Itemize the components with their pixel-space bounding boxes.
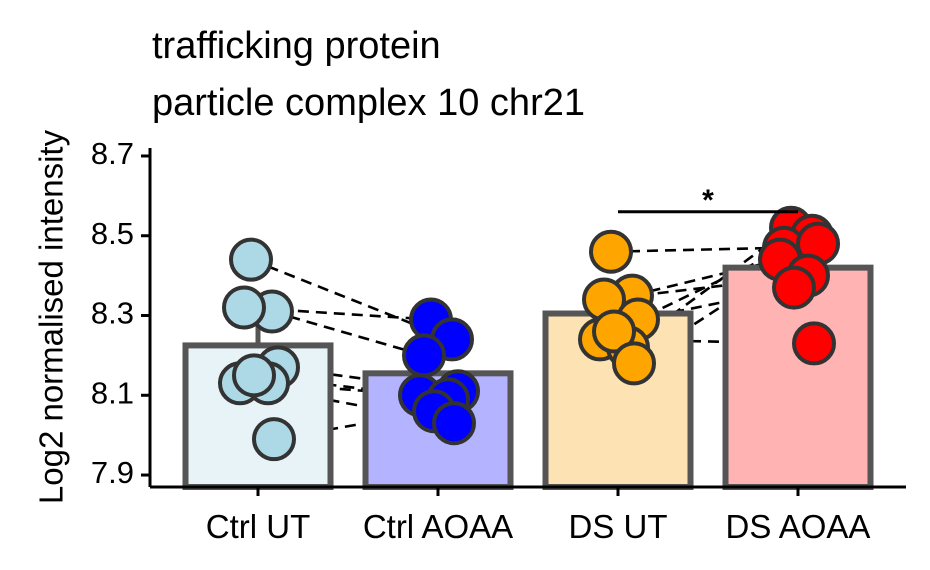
chart-title-line-2: particle complex 10 chr21 <box>152 82 585 124</box>
data-point-2-0 <box>589 229 633 274</box>
significance-label-0: * <box>702 184 714 217</box>
paired-line-1-0 <box>610 246 785 253</box>
data-point-1-7 <box>432 401 476 446</box>
y-tick-label-1: 8.1 <box>91 375 134 410</box>
data-points <box>218 205 840 462</box>
x-tick-label-2: DS UT <box>569 508 668 545</box>
data-point-2-6 <box>592 309 636 354</box>
bar-0 <box>182 342 334 490</box>
data-point-0-2 <box>222 285 266 330</box>
data-point-0-0 <box>229 237 273 282</box>
paired-line-0-2 <box>243 306 432 321</box>
x-tick-label-1: Ctrl AOAA <box>363 508 513 545</box>
data-point-2-7 <box>612 341 656 386</box>
y-axis-label: Log2 normalised intensity <box>33 129 70 504</box>
data-point-3-6 <box>772 265 816 310</box>
data-point-0-7 <box>252 417 296 462</box>
y-tick-label-3: 8.5 <box>91 216 134 251</box>
y-tick-label-0: 7.9 <box>91 455 134 490</box>
x-tick-label-0: Ctrl UT <box>206 508 310 545</box>
significance-annotations: * <box>618 184 798 217</box>
paired-line-0-1 <box>271 310 425 357</box>
data-point-1-2 <box>402 333 446 378</box>
y-tick-label-4: 8.7 <box>91 136 134 171</box>
y-tick-label-2: 8.3 <box>91 296 134 331</box>
x-tick-label-3: DS AOAA <box>726 508 871 545</box>
chart-title-line-1: trafficking protein <box>152 25 441 67</box>
data-point-0-6 <box>232 353 276 398</box>
data-point-3-7 <box>792 321 836 366</box>
